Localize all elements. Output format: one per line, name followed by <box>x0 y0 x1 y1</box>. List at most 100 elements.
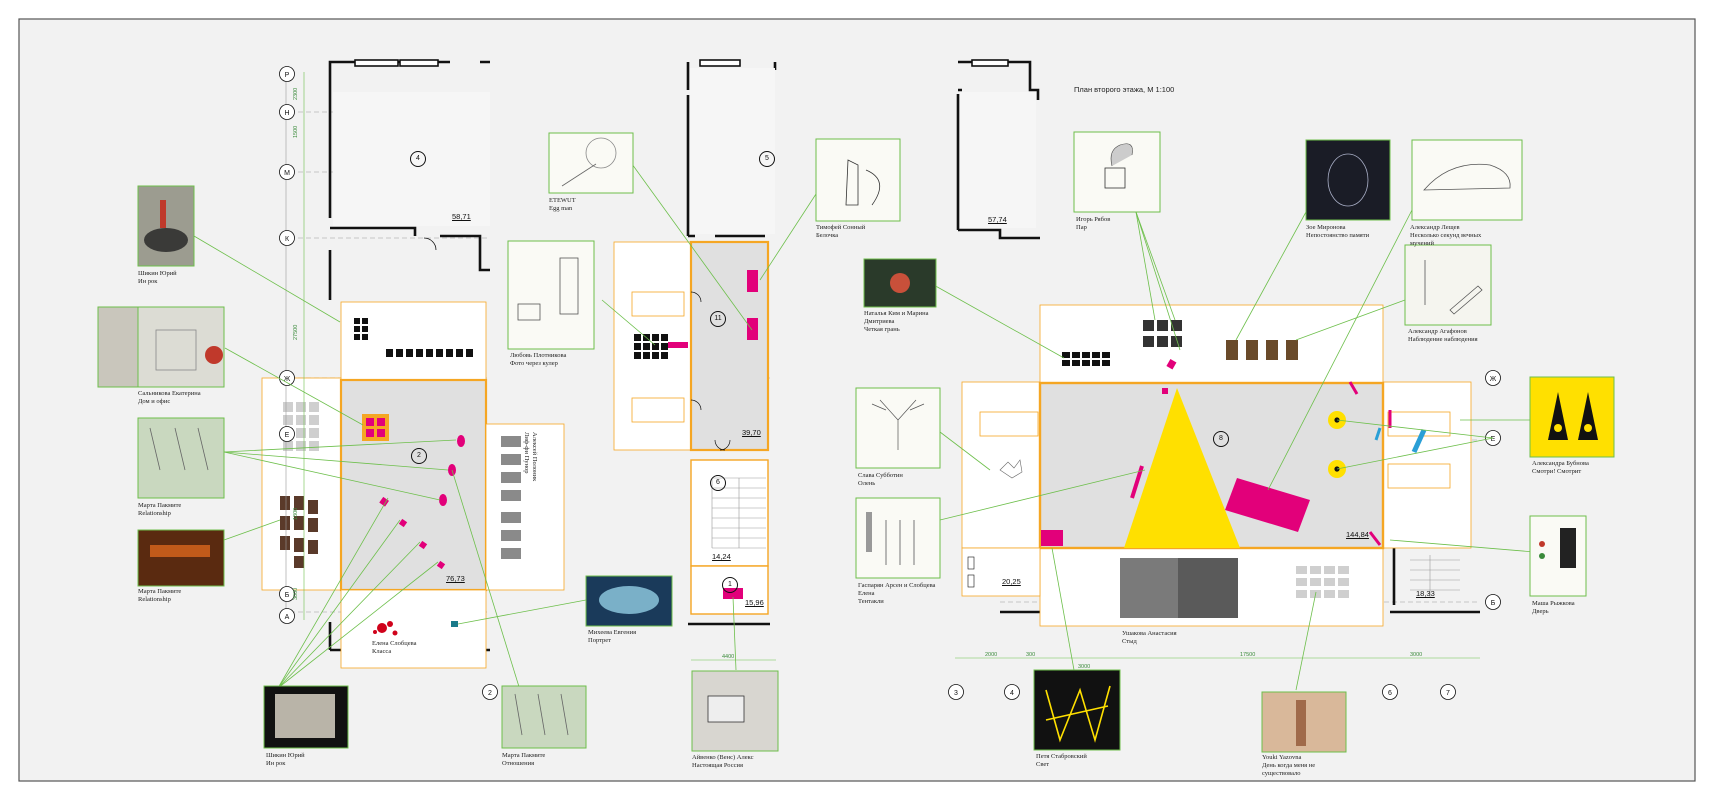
caption-work: Класса <box>372 648 392 655</box>
room-number: 8 <box>1213 431 1229 447</box>
dark-photo-grid <box>1143 320 1182 347</box>
svg-text:Р: Р <box>285 72 290 79</box>
middle-block-windows <box>699 59 741 67</box>
caption-work: Egg man <box>549 205 573 212</box>
room-number: 2 <box>411 448 427 464</box>
caption-work: Смотри! Смотрит <box>1532 468 1582 475</box>
caption-author: ETEWUT <box>549 197 576 204</box>
svg-text:Б: Б <box>285 592 290 599</box>
caption-work: День когда меня не <box>1262 762 1316 769</box>
thumb-bubnova <box>1529 376 1615 458</box>
thumb-salnikova-2 <box>137 306 225 388</box>
caption-author: Петя Стабровский <box>1036 753 1087 760</box>
middle-side-benches <box>631 291 685 423</box>
thumb-pakmite-fire <box>137 529 225 587</box>
blood-splatter-exhibit <box>373 621 398 636</box>
yellow-triangle-exhibit <box>1124 388 1240 548</box>
axis-marker-right: Ж <box>1485 370 1501 386</box>
caption-work: Фото через кулер <box>510 360 558 367</box>
caption-author: Сальникова Екатерина <box>138 390 201 397</box>
thumb-pakmite-relationship <box>137 417 225 499</box>
caption-work: Тентакли <box>858 598 884 605</box>
caption-author: Александр Лещев <box>1410 224 1460 231</box>
room-area-label: 18,33 <box>1416 589 1435 598</box>
svg-text:Е: Е <box>1491 436 1496 443</box>
caption-work: Белочка <box>816 232 839 239</box>
svg-text:7: 7 <box>1446 690 1450 697</box>
plan-title: План второго этажа, М 1:100 <box>1074 85 1175 94</box>
caption-work: Настоящая Россия <box>692 762 743 769</box>
svg-text:6: 6 <box>1388 690 1392 697</box>
cyan-bar-exhibit <box>1411 428 1427 454</box>
stair-east <box>1410 555 1460 598</box>
magenta-slab-exhibit <box>1225 478 1310 532</box>
caption-author: Тимофей Сонный <box>816 224 866 231</box>
middle-block-walls <box>686 62 777 626</box>
thumb-mironova <box>1305 139 1391 221</box>
caption-work: Дом и офис <box>138 398 171 405</box>
dimension-label: 1500 <box>293 125 299 138</box>
axis-marker-bottom: 7 <box>1440 684 1456 700</box>
thumb-agafonov <box>1404 244 1492 326</box>
cyan-bar-small <box>1374 427 1382 441</box>
dimension-label: 2000 <box>985 652 998 658</box>
caption-work: Непостоянство памяти <box>1306 232 1370 239</box>
axis-marker-bottom: 3 <box>948 684 964 700</box>
cyan-marker-small <box>451 621 458 627</box>
dimension-label: 3000 <box>293 587 299 600</box>
dimension-label: 2300 <box>293 87 299 100</box>
caption-author: Шикин Юрий <box>138 270 177 277</box>
annex-left <box>261 377 342 591</box>
left-block-windows <box>354 59 439 67</box>
grey-tiles-right <box>1296 566 1349 598</box>
room-5 <box>690 68 775 234</box>
magenta-markers-middle <box>668 270 758 599</box>
upper-gallery <box>1039 304 1384 384</box>
orange-cube-exhibit <box>362 414 389 441</box>
hall-2 <box>339 378 488 592</box>
caption-author: Ушакова Анастасия <box>1122 630 1177 637</box>
caption-work: Стыд <box>1122 638 1137 645</box>
caption-work: Четкая грань <box>864 326 900 333</box>
svg-text:Ж: Ж <box>1490 376 1497 383</box>
caption-author: Шикин Юрий <box>266 752 305 759</box>
caption-author: Марта Пакмите <box>138 588 182 595</box>
stair-room-1 <box>690 459 769 567</box>
annex-right <box>485 423 565 591</box>
axis-marker-left: М <box>279 164 295 180</box>
caption-author: Игорь Рябов <box>1076 216 1111 223</box>
dimension-label: 4400 <box>722 654 735 660</box>
right-block-walls <box>956 60 1480 614</box>
svg-text:4: 4 <box>1010 690 1014 697</box>
annex-top-left <box>340 301 487 381</box>
dimension-label: 1800 <box>293 507 299 520</box>
caption-work: Лиф-фи Пунор <box>523 432 530 474</box>
caption-work: Олень <box>858 480 876 487</box>
caption-author-2: Дмитриева <box>864 318 895 325</box>
caption-work: Отношения <box>502 760 535 767</box>
svg-text:Ж: Ж <box>284 376 291 383</box>
thumb-salnikova-1 <box>97 306 139 388</box>
svg-text:3: 3 <box>954 690 958 697</box>
caption-work: Свет <box>1036 761 1050 768</box>
dimension-label: 27500 <box>293 324 299 340</box>
caption-author: Айвенко (Венс) Алекс <box>692 754 754 761</box>
axis-marker-bottom: 4 <box>1004 684 1020 700</box>
room-number: 6 <box>710 475 726 491</box>
right-block-windows <box>971 59 1009 67</box>
caption-author: Любовь Плотникова <box>510 352 567 359</box>
axis-marker-left: А <box>279 608 295 624</box>
caption-author: Елена Слобцева <box>372 640 417 647</box>
caption-work: Пар <box>1076 224 1087 231</box>
